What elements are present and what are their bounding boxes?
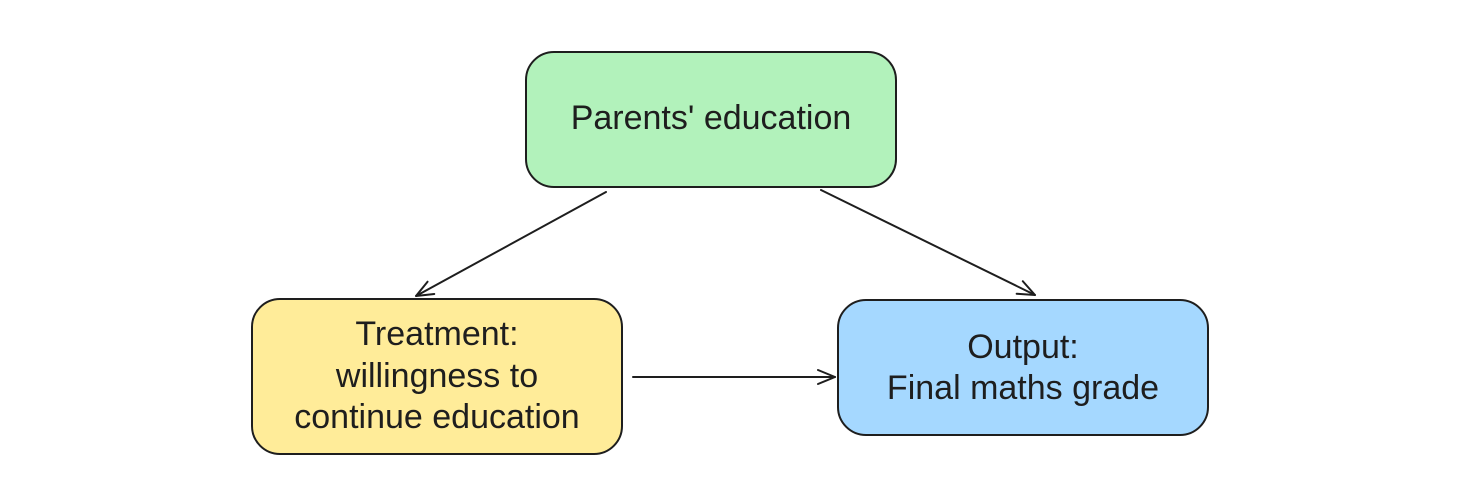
node-output-label-line-2: Final maths grade [887,369,1159,407]
node-parents-education: Parents' education [525,51,897,188]
node-parents-box [525,51,897,188]
node-treatment-label-line-1: Treatment: [355,315,518,353]
node-output-box [837,299,1209,436]
node-treatment: Treatment: willingness to continue educa… [251,298,623,455]
node-output-label-line-1: Output: [967,328,1079,366]
edge-parents-to-treatment [415,191,607,297]
node-treatment-label-line-3: continue education [294,398,579,436]
node-treatment-label-line-2: willingness to [335,357,538,395]
node-parents-label: Parents' education [571,99,852,137]
node-output: Output: Final maths grade [837,299,1209,436]
node-treatment-box [251,298,623,455]
edge-parents-to-output [820,189,1036,296]
